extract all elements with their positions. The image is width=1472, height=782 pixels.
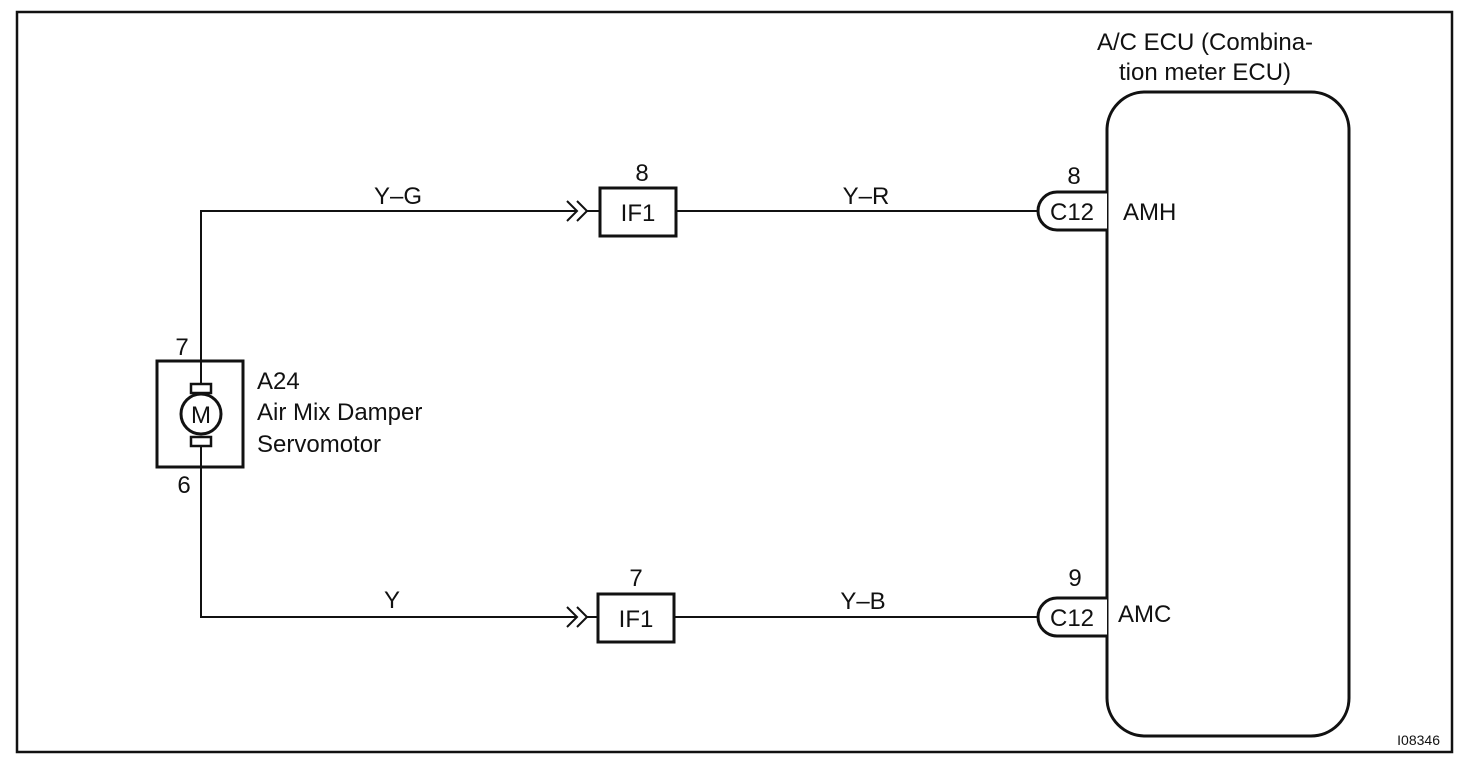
motor-brush-top	[189, 382, 213, 395]
ecu-terminal-amh: AMH	[1123, 199, 1176, 226]
top-wire-left-color: Y–G	[374, 183, 422, 210]
top-junction-label: IF1	[621, 200, 656, 227]
top-junction-arrow-2	[576, 200, 589, 222]
bottom-wire-left	[200, 467, 577, 618]
bottom-connector-label: C12	[1050, 605, 1094, 632]
top-connector-label: C12	[1050, 199, 1094, 226]
top-connector-pin: 8	[1067, 163, 1080, 190]
top-junction-arrow-1	[566, 200, 579, 222]
top-wire-left	[200, 210, 577, 361]
bottom-junction-pin: 7	[629, 565, 642, 592]
top-junction-pin: 8	[635, 160, 648, 187]
bottom-junction-arrow-2	[576, 606, 589, 628]
motor-symbol: M	[191, 402, 211, 429]
ecu-block	[1105, 90, 1351, 738]
bottom-wire-left-color: Y	[384, 587, 400, 614]
bottom-connector-pin: 9	[1068, 565, 1081, 592]
motor-name-line1: Air Mix Damper	[257, 399, 422, 426]
top-connector	[1036, 190, 1107, 232]
top-junction-box	[598, 186, 678, 238]
ecu-terminal-amc: AMC	[1118, 601, 1171, 628]
top-wire-right-color: Y–R	[843, 183, 890, 210]
ecu-title-line1: A/C ECU (Combina-	[1097, 29, 1313, 56]
motor-pin-top: 7	[175, 334, 188, 361]
bottom-connector	[1036, 596, 1107, 638]
motor-id: A24	[257, 368, 300, 395]
motor-brush-bottom	[189, 435, 213, 448]
figure-code: I08346	[1397, 732, 1440, 748]
bottom-junction-box	[596, 592, 676, 644]
motor-name-line2: Servomotor	[257, 431, 381, 458]
motor-pin-bottom: 6	[177, 472, 190, 499]
motor-icon	[179, 392, 223, 436]
bottom-wire-right-color: Y–B	[840, 588, 885, 615]
ecu-title-line2: tion meter ECU)	[1119, 59, 1291, 86]
bottom-junction-label: IF1	[619, 606, 654, 633]
diagram-frame	[15, 10, 1454, 754]
bottom-junction-arrow-1	[566, 606, 579, 628]
